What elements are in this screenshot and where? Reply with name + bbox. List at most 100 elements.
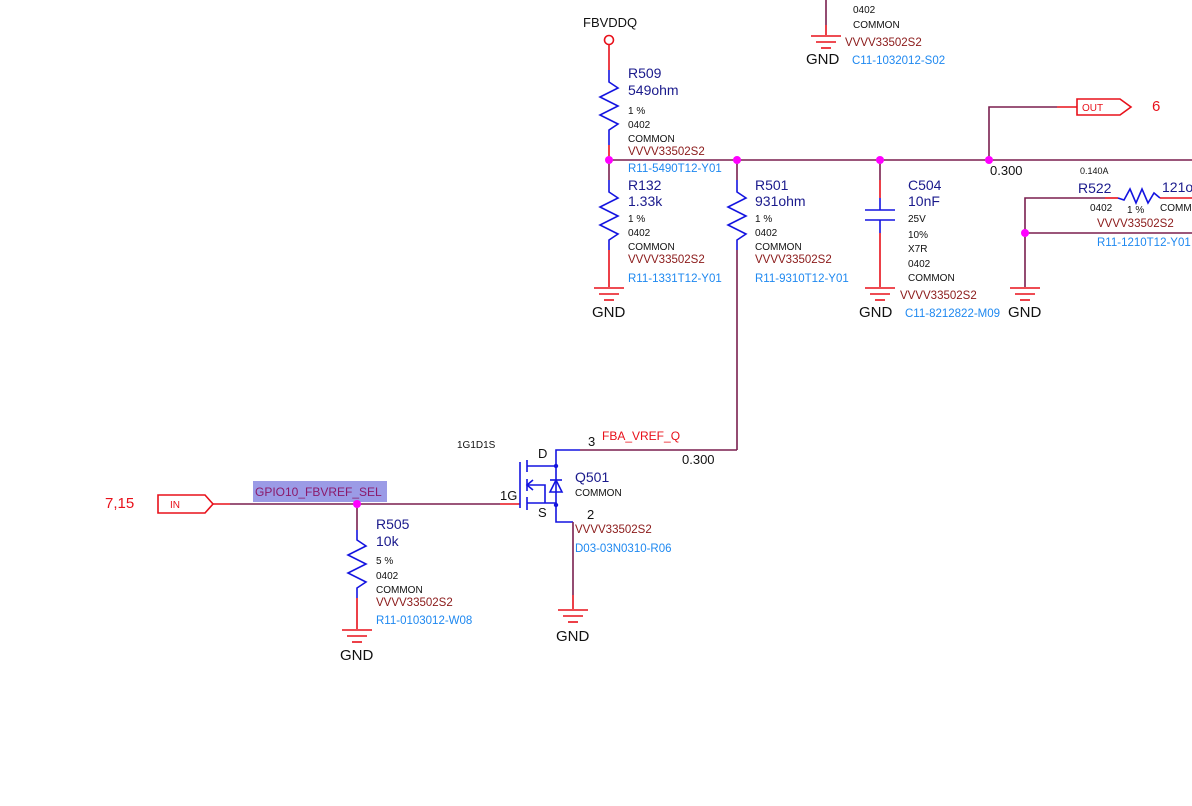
r522-current: 0.140A xyxy=(1080,166,1109,176)
junction-dot-icon xyxy=(876,156,884,164)
resistor-r522[interactable]: GND 0.140A R522 121o 0402 1 % COMM VVVV3… xyxy=(1008,166,1192,321)
r522-ref: R522 xyxy=(1078,180,1112,196)
c504-ref: C504 xyxy=(908,177,942,193)
q501-drain-pin: 3 xyxy=(588,434,595,449)
r132-pn: R11-1331T12-Y01 xyxy=(628,273,722,285)
ground-symbol-icon xyxy=(810,35,842,49)
r509-ref: R509 xyxy=(628,65,662,81)
gnd-label: GND xyxy=(859,304,893,321)
resistor-r132[interactable]: GND R132 1.33k 1 % 0402 COMMON VVVV33502… xyxy=(592,160,722,321)
off-page-connector-icon xyxy=(157,494,215,514)
junction-dot-icon xyxy=(605,156,613,164)
resistor-r501[interactable]: R501 931ohm 1 % 0402 COMMON VVVV33502S2 … xyxy=(726,160,849,450)
junction-dot-icon xyxy=(733,156,741,164)
r505-type: COMMON xyxy=(376,585,423,596)
c504-size: 0402 xyxy=(908,259,931,270)
r505-size: 0402 xyxy=(376,571,399,582)
in-port-label: IN xyxy=(170,500,180,511)
q501-drain-label: D xyxy=(538,446,547,461)
gnd-label: GND xyxy=(556,628,590,645)
r522-type: COMM xyxy=(1160,203,1192,214)
in-page-ref[interactable]: 7,15 xyxy=(105,495,134,512)
r509-size: 0402 xyxy=(628,120,651,131)
r522-tol: 1 % xyxy=(1127,205,1144,216)
ground-symbol-icon xyxy=(1009,287,1041,301)
c504-dielectric: X7R xyxy=(908,244,927,255)
net-label-highlight xyxy=(253,481,387,502)
r522-size: 0402 xyxy=(1090,203,1113,214)
r501-pn: R11-9310T12-Y01 xyxy=(755,273,849,285)
q501-pinout: 1G1D1S xyxy=(457,440,496,451)
resistor-r505[interactable]: GND R505 10k 5 % 0402 COMMON VVVV33502S2… xyxy=(340,504,472,664)
net-width-label: 0.300 xyxy=(990,163,1023,178)
off-page-connector-icon xyxy=(1076,98,1133,116)
r505-tol: 5 % xyxy=(376,556,393,567)
r522-value: 121o xyxy=(1162,179,1192,195)
gnd-label: GND xyxy=(1008,304,1042,321)
q501-source-pin: 2 xyxy=(587,507,594,522)
gnd-label: GND xyxy=(340,647,374,664)
resistor-r509[interactable]: R509 549ohm 1 % 0402 COMMON VVVV33502S2 … xyxy=(598,45,722,175)
r132-value: 1.33k xyxy=(628,193,663,209)
r501-tol: 1 % xyxy=(755,214,772,225)
r132-tol: 1 % xyxy=(628,214,645,225)
fba-vref-net-label[interactable]: FBA_VREF_Q xyxy=(602,429,680,443)
c504-voltage: 25V xyxy=(908,214,926,225)
r505-value: 10k xyxy=(376,533,400,549)
gpio-net-label[interactable]: GPIO10_FBVREF_SEL xyxy=(255,485,382,499)
top-cap-mpn: VVVV33502S2 xyxy=(845,37,922,49)
gnd-label: GND xyxy=(592,304,626,321)
r509-value: 549ohm xyxy=(628,82,679,98)
power-port-icon[interactable] xyxy=(603,34,615,46)
r522-pn: R11-1210T12-Y01 xyxy=(1097,237,1191,249)
power-label: FBVDDQ xyxy=(583,15,637,30)
r509-mpn: VVVV33502S2 xyxy=(628,146,705,158)
top-capacitor-partial[interactable]: 0402 COMMON VVVV33502S2 GND C11-1032012-… xyxy=(806,0,945,68)
q501-type: COMMON xyxy=(575,488,622,499)
in-port[interactable]: 7,15 IN GPIO10_FBVREF_SEL xyxy=(105,481,520,514)
r501-type: COMMON xyxy=(755,242,802,253)
r501-ref: R501 xyxy=(755,177,789,193)
r501-mpn: VVVV33502S2 xyxy=(755,254,832,266)
c504-tol: 10% xyxy=(908,230,928,241)
c504-type: COMMON xyxy=(908,273,955,284)
junction-dot-icon xyxy=(1021,229,1029,237)
top-cap-size: 0402 xyxy=(853,5,876,16)
q501-gate-label: 1G xyxy=(500,488,517,503)
out-port-label: OUT xyxy=(1082,103,1103,114)
r132-size: 0402 xyxy=(628,228,651,239)
r132-type: COMMON xyxy=(628,242,675,253)
r522-mpn: VVVV33502S2 xyxy=(1097,218,1174,230)
ground-symbol-icon xyxy=(557,609,589,623)
q501-source-label: S xyxy=(538,505,547,520)
r501-value: 931ohm xyxy=(755,193,806,209)
top-cap-type: COMMON xyxy=(853,20,900,31)
ground-symbol-icon xyxy=(341,629,373,643)
r132-ref: R132 xyxy=(628,177,662,193)
junction-dot-icon xyxy=(353,500,361,508)
ground-symbol-icon xyxy=(864,287,896,301)
net-width-label: 0.300 xyxy=(682,452,715,467)
out-page-ref[interactable]: 6 xyxy=(1152,98,1160,115)
r132-mpn: VVVV33502S2 xyxy=(628,254,705,266)
q501-mpn: VVVV33502S2 xyxy=(575,524,652,536)
r509-type: COMMON xyxy=(628,134,675,145)
q501-ref: Q501 xyxy=(575,469,609,485)
r505-mpn: VVVV33502S2 xyxy=(376,597,453,609)
r509-pn: R11-5490T12-Y01 xyxy=(628,163,722,175)
r509-tol: 1 % xyxy=(628,106,645,117)
out-port[interactable]: OUT 6 0.300 xyxy=(988,98,1160,178)
gnd-label: GND xyxy=(806,51,840,68)
r505-pn: R11-0103012-W08 xyxy=(376,615,472,627)
r501-size: 0402 xyxy=(755,228,778,239)
top-cap-pn: C11-1032012-S02 xyxy=(852,55,945,67)
mosfet-q501[interactable]: GND 1G1D1S D S 1G 3 FBA_VREF_Q 0.300 Q50… xyxy=(457,429,737,645)
junction-dot-icon xyxy=(985,156,993,164)
r505-ref: R505 xyxy=(376,516,410,532)
c504-mpn: VVVV33502S2 xyxy=(900,290,977,302)
c504-value: 10nF xyxy=(908,193,940,209)
c504-pn: C11-8212822-M09 xyxy=(905,308,1000,320)
ground-symbol-icon xyxy=(593,287,625,301)
capacitor-c504[interactable]: GND C504 10nF 25V 10% X7R 0402 COMMON VV… xyxy=(859,160,1000,321)
